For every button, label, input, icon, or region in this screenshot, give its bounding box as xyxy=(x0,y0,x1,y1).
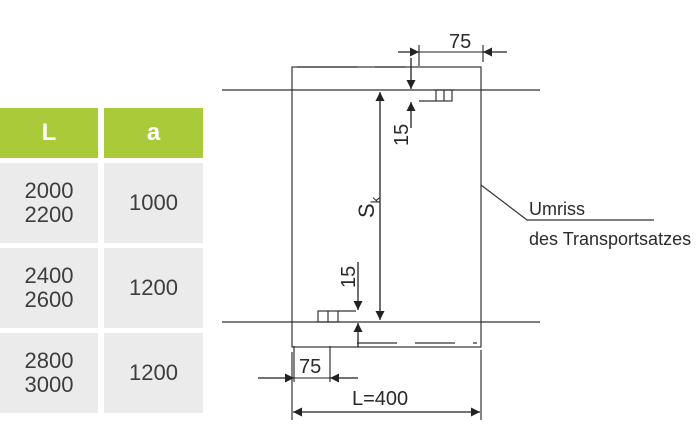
callout-label-line1: Umriss xyxy=(529,199,585,219)
dim-label-sk: Sk xyxy=(354,196,383,218)
dim-label-bottom-15: 15 xyxy=(338,266,360,288)
table-row: 2800 3000 1200 xyxy=(0,333,203,413)
dim-label-bottom-75: 75 xyxy=(299,356,321,378)
cell-distance: 1200 xyxy=(104,333,203,413)
cell-lengths: 2400 2600 xyxy=(0,248,98,328)
table-row: 2000 2200 1000 xyxy=(0,163,203,243)
transport-outline xyxy=(291,66,482,348)
callout-leader xyxy=(480,184,654,221)
length-value: 2200 xyxy=(24,202,74,227)
dim-label-width: L=400 xyxy=(352,388,408,410)
cell-lengths: 2800 3000 xyxy=(0,333,98,413)
cell-distance: 1200 xyxy=(104,248,203,328)
length-value: 2800 xyxy=(24,347,74,373)
table-row: 2400 2600 1200 xyxy=(0,248,203,328)
length-value: 2600 xyxy=(24,287,74,312)
dim-label-top-75: 75 xyxy=(449,31,471,53)
length-value: 2400 xyxy=(24,262,74,288)
table-header-row: L a xyxy=(0,108,203,158)
length-value: 3000 xyxy=(24,372,74,397)
cell-lengths: 2000 2200 xyxy=(0,163,98,243)
header-distance: a xyxy=(104,108,203,158)
length-value: 2000 xyxy=(24,177,74,203)
dimension-table: L a 2000 2200 1000 2400 2600 1200 2800 3… xyxy=(0,108,203,413)
cell-distance: 1000 xyxy=(104,163,203,243)
callout-label-line2: des Transportsatzes xyxy=(529,229,691,249)
dim-label-top-15: 15 xyxy=(391,124,413,146)
header-length: L xyxy=(0,108,98,158)
